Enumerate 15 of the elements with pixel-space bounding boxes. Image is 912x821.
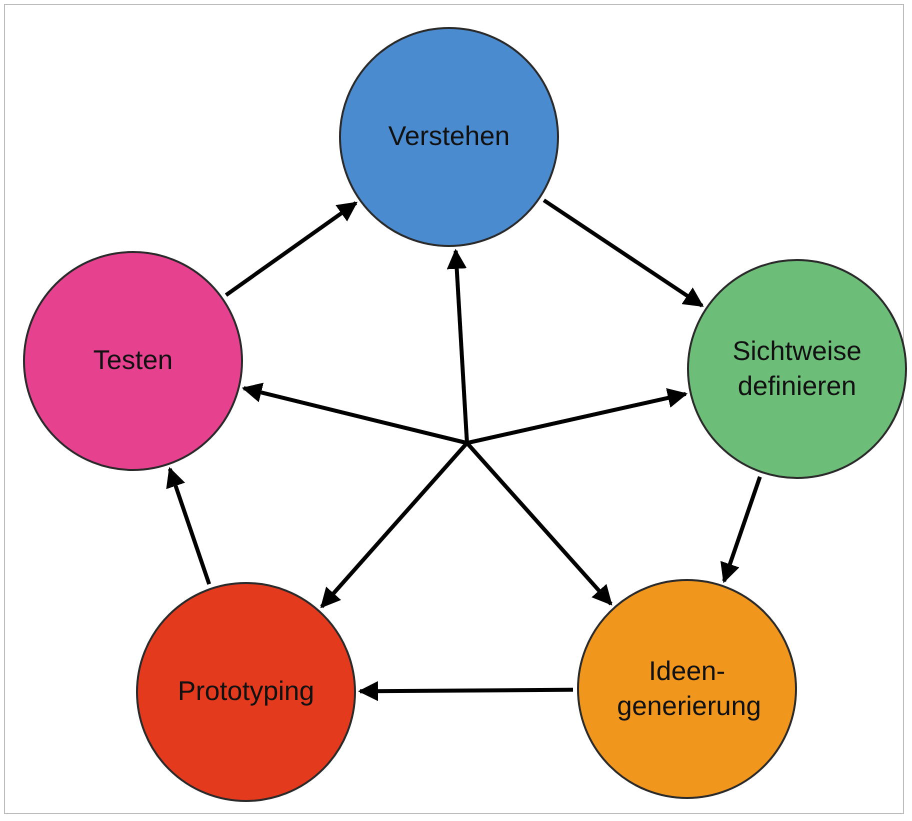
arrow [224, 201, 358, 297]
arrow [466, 442, 612, 606]
arrow [542, 198, 704, 308]
arrow [242, 382, 468, 445]
arrow [320, 442, 468, 608]
arrow [166, 467, 212, 585]
node-label: Prototyping [178, 675, 314, 708]
node-label: Ideen- generierung [617, 654, 757, 723]
arrow [446, 248, 469, 444]
node-label: Testen [93, 344, 173, 378]
arrow [358, 681, 574, 702]
node-label: Sichtweise definieren [731, 334, 863, 403]
arrow [466, 388, 688, 445]
arrow [720, 476, 762, 584]
node-label: Verstehen [388, 120, 510, 154]
